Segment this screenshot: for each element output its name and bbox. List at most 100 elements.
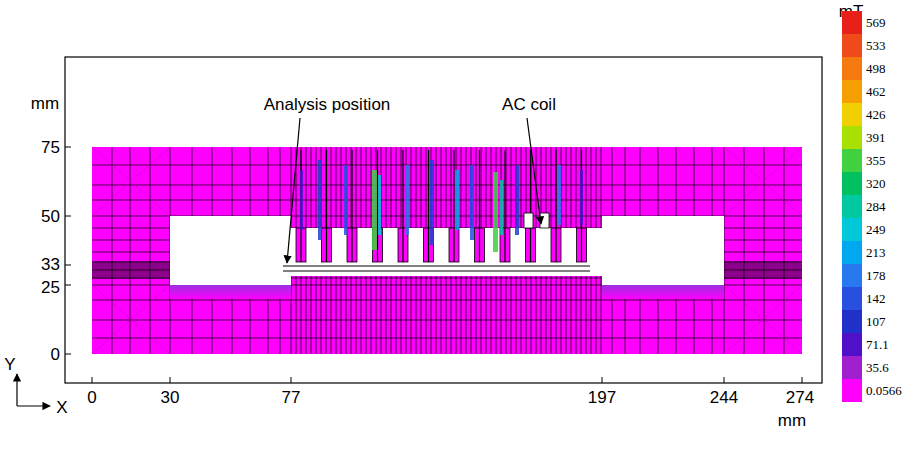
mesh-line xyxy=(724,285,802,354)
air-gap xyxy=(291,228,602,276)
axis-name: Y xyxy=(4,356,15,373)
mesh-line xyxy=(724,266,802,267)
mesh-line xyxy=(92,147,170,216)
flux-shading xyxy=(170,285,291,299)
legend-swatch xyxy=(842,287,862,310)
mesh-line xyxy=(92,185,802,186)
mesh-line xyxy=(92,147,170,216)
tick-label: 0 xyxy=(87,389,96,406)
mesh-line xyxy=(724,272,802,273)
mesh-line xyxy=(92,278,170,279)
mesh-line xyxy=(92,274,170,275)
legend-swatch xyxy=(842,356,862,379)
mesh-line xyxy=(92,276,170,277)
tick-label: 244 xyxy=(710,389,738,406)
tick-label: 50 xyxy=(41,208,60,225)
field-streaks xyxy=(300,160,583,252)
tick-label: 274 xyxy=(786,389,814,406)
mesh-line xyxy=(724,147,802,216)
flux-shading xyxy=(602,285,724,299)
tick-label: 197 xyxy=(588,389,616,406)
legend-value: 0.0566 xyxy=(866,384,902,397)
magnet-band xyxy=(92,262,170,278)
iron-core xyxy=(92,147,802,354)
legend-value: 142 xyxy=(866,292,886,305)
tick-label: 75 xyxy=(41,139,60,156)
field-streak xyxy=(470,165,474,240)
coil-slot xyxy=(479,150,480,262)
coil-slot xyxy=(530,150,531,262)
tick-label: 0 xyxy=(51,346,60,363)
legend-value: 249 xyxy=(866,223,886,236)
legend-swatch xyxy=(842,218,862,241)
coil-slot xyxy=(555,150,556,262)
mesh-line xyxy=(724,262,802,263)
mesh-line xyxy=(744,147,745,354)
legend-value: 462 xyxy=(866,85,886,98)
axis-name: X xyxy=(56,399,67,416)
legend-swatch xyxy=(842,264,862,287)
mesh-line xyxy=(92,320,802,321)
mesh-line xyxy=(92,262,170,263)
legend-value: 35.6 xyxy=(866,361,889,374)
analysis-line xyxy=(283,270,590,271)
legend-swatch xyxy=(842,11,862,34)
legend-swatch xyxy=(842,172,862,195)
axis-unit: mm xyxy=(778,412,806,429)
legend-value: 284 xyxy=(866,200,886,213)
legend-swatch xyxy=(842,34,862,57)
coil-slot xyxy=(377,150,378,262)
mesh-line xyxy=(724,285,802,354)
field-streak xyxy=(344,165,348,235)
field-streak xyxy=(318,160,322,240)
mesh-line xyxy=(92,165,802,166)
mesh-line xyxy=(92,338,802,339)
coil-slot xyxy=(428,150,429,262)
legend-value: 391 xyxy=(866,131,886,144)
coil-slot xyxy=(453,150,454,262)
mesh-line xyxy=(92,266,170,267)
field-streak xyxy=(557,165,561,225)
axis-unit: mm xyxy=(31,95,59,112)
legend-swatch xyxy=(842,126,862,149)
air-window xyxy=(170,216,291,285)
ac-coil xyxy=(524,213,533,228)
stator-teeth xyxy=(296,150,587,262)
mesh-line xyxy=(92,268,170,269)
coil-slot xyxy=(402,150,403,262)
legend-swatch xyxy=(842,103,862,126)
legend-swatch xyxy=(842,241,862,264)
callout-label: Analysis position xyxy=(264,96,391,113)
mesh-line xyxy=(130,147,131,354)
legend-value: 533 xyxy=(866,39,886,52)
tick-label: 25 xyxy=(41,279,60,296)
legend-value: 320 xyxy=(866,177,886,190)
mesh-line xyxy=(724,264,802,265)
analysis-line xyxy=(283,265,590,266)
legend-swatch xyxy=(842,149,862,172)
tick-label: 30 xyxy=(161,389,180,406)
legend-value: 426 xyxy=(866,108,886,121)
field-streak xyxy=(500,180,503,235)
legend-value: 178 xyxy=(866,269,886,282)
mesh-line xyxy=(724,270,802,271)
legend-swatch xyxy=(842,333,862,356)
field-streak xyxy=(580,170,583,225)
legend-value: 498 xyxy=(866,62,886,75)
plot-frame xyxy=(65,57,822,383)
mesh-line xyxy=(724,276,802,277)
mesh-line xyxy=(724,278,802,279)
mesh-line xyxy=(764,147,765,354)
field-streak xyxy=(405,165,409,235)
legend-swatch xyxy=(842,310,862,333)
field-streak xyxy=(378,175,381,235)
mesh-line xyxy=(92,272,170,273)
legend-value: 213 xyxy=(866,246,886,259)
mesh-line xyxy=(150,147,151,354)
legend-value: 569 xyxy=(866,16,886,29)
legend-value: 355 xyxy=(866,154,886,167)
tick-label: 33 xyxy=(41,256,60,273)
coil-slot xyxy=(351,150,352,262)
mesh-line xyxy=(92,285,170,354)
field-streak xyxy=(372,170,377,250)
